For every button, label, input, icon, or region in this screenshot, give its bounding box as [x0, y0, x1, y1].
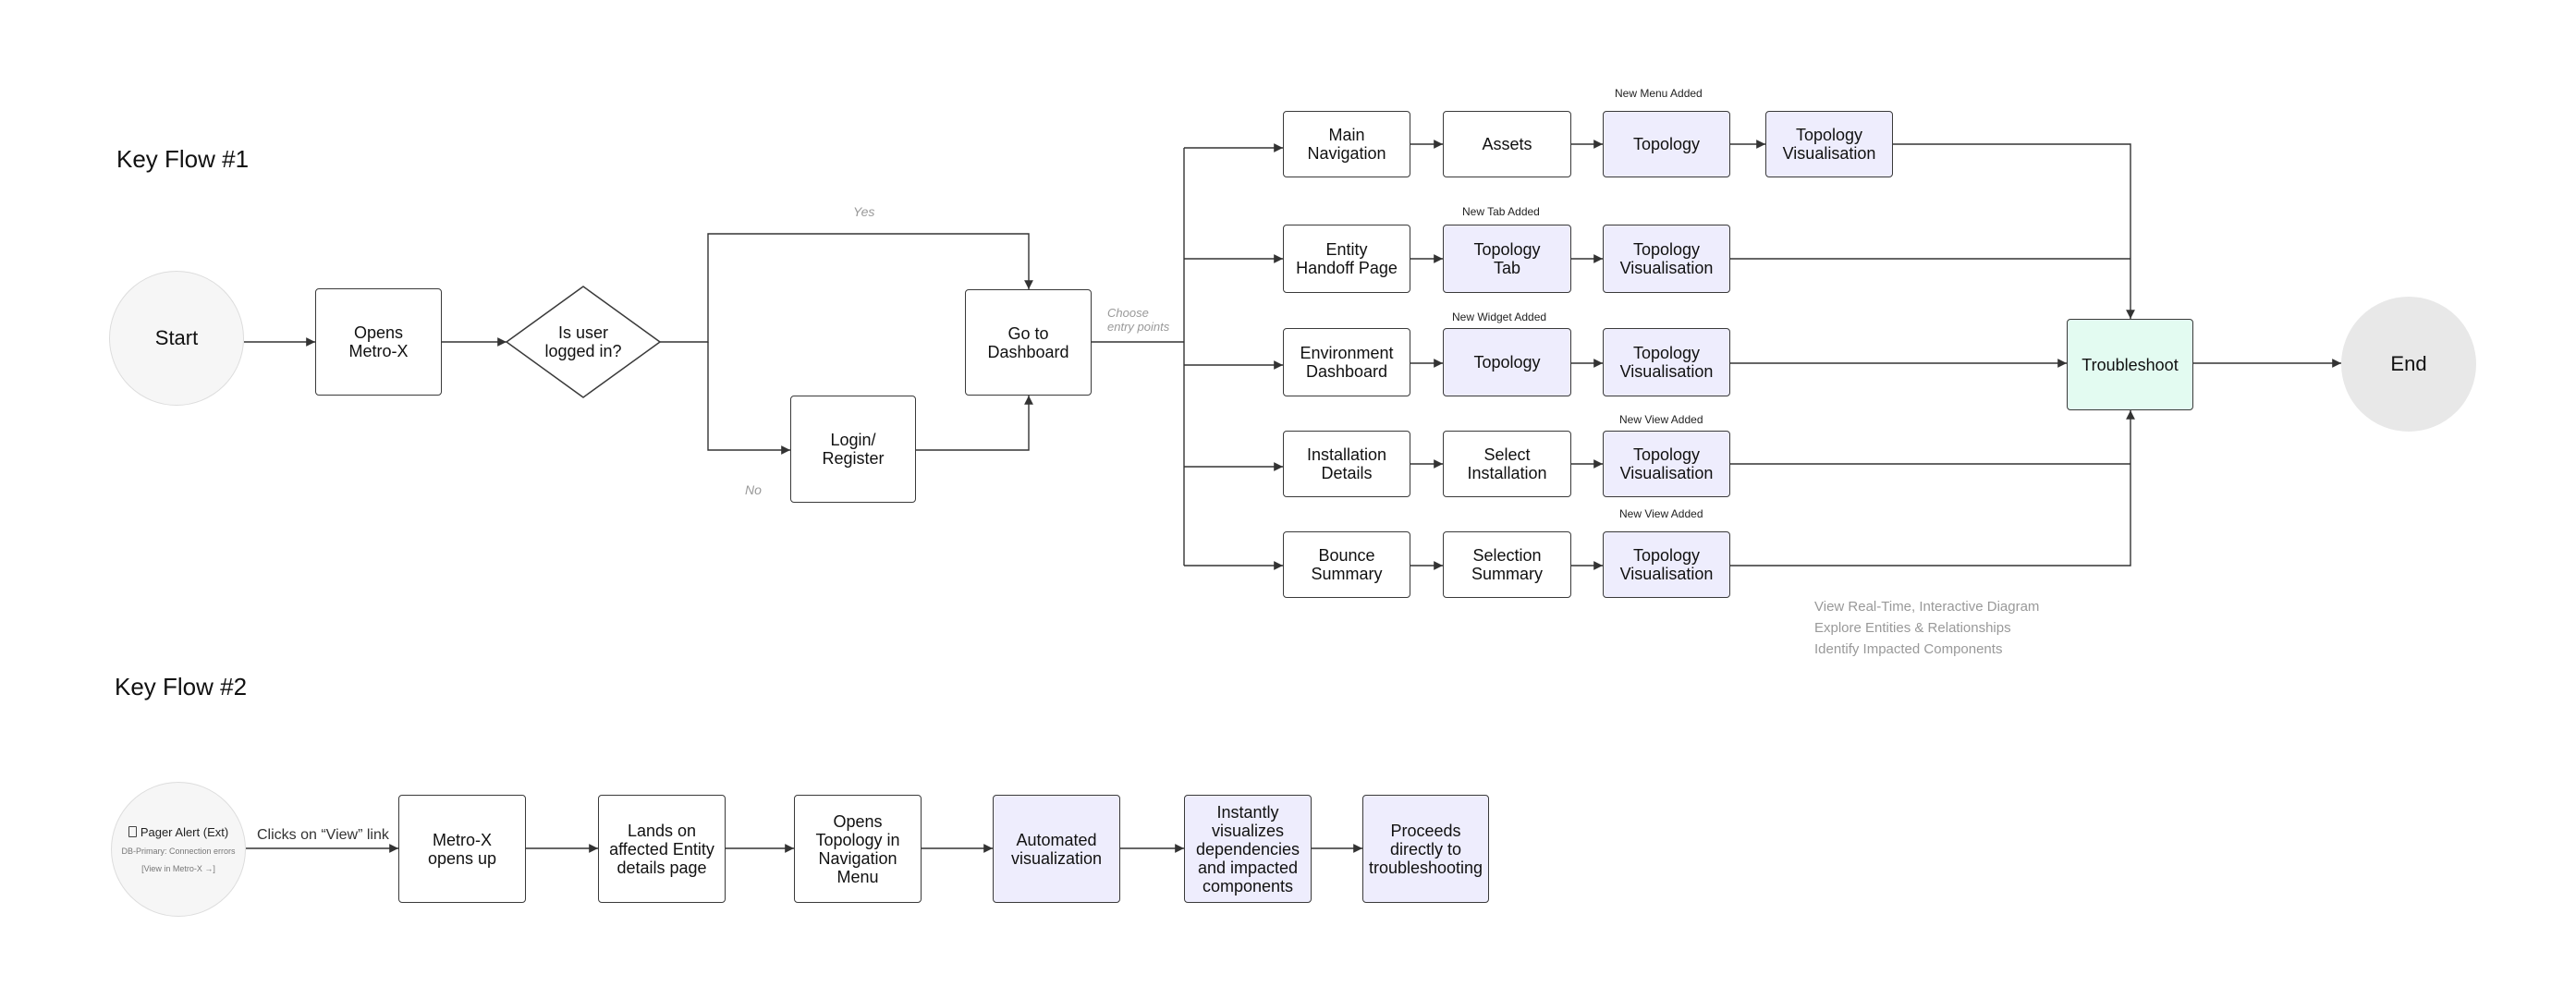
selection-summary-node: Selection Summary	[1443, 531, 1571, 598]
topology-visualisation-node-5: Topology Visualisation	[1603, 531, 1730, 598]
bounce-summary-node: Bounce Summary	[1283, 531, 1410, 598]
go-to-dashboard-node: Go to Dashboard	[965, 289, 1092, 396]
login-register-node: Login/ Register	[790, 396, 916, 503]
edge-login-dashboard	[916, 396, 1033, 451]
edge-decision-yes	[660, 233, 1033, 343]
new-view-added-tag-2: New View Added	[1619, 507, 1703, 520]
topology-visualisation-node-2: Topology Visualisation	[1603, 225, 1730, 293]
decision-diamond	[506, 286, 661, 398]
troubleshoot-node: Troubleshoot	[2067, 319, 2193, 410]
benefits-note: View Real-Time, Interactive Diagram Expl…	[1814, 596, 2039, 660]
view-in-metrox-link[interactable]: [View in Metro-X →]	[141, 864, 215, 873]
assets-node: Assets	[1443, 111, 1571, 177]
pager-alert-message: DB-Primary: Connection errors	[121, 847, 236, 856]
pager-alert-node: Pager Alert (Ext) DB-Primary: Connection…	[111, 782, 246, 917]
topology-visualisation-node-4: Topology Visualisation	[1603, 431, 1730, 497]
yes-label: Yes	[853, 204, 875, 219]
flow1-heading: Key Flow #1	[116, 145, 250, 173]
entity-handoff-page-node: Entity Handoff Page	[1283, 225, 1410, 293]
no-label: No	[745, 482, 762, 497]
end-node: End	[2341, 297, 2476, 432]
topology-tab-node: Topology Tab	[1443, 225, 1571, 293]
decision-label: Is user logged in?	[544, 323, 622, 360]
select-installation-node: Select Installation	[1443, 431, 1571, 497]
pager-icon	[128, 826, 137, 837]
new-widget-added-tag: New Widget Added	[1452, 311, 1547, 323]
topology-visualisation-node-1: Topology Visualisation	[1765, 111, 1893, 177]
topology-visualisation-node-3: Topology Visualisation	[1603, 328, 1730, 396]
new-view-added-tag-1: New View Added	[1619, 413, 1703, 426]
benefit-2: Explore Entities & Relationships	[1814, 620, 2011, 636]
topology-widget-node: Topology	[1443, 328, 1571, 396]
metrox-opens-up-node: Metro-X opens up	[398, 795, 526, 903]
topology-menu-node: Topology	[1603, 111, 1730, 177]
start-node: Start	[109, 271, 244, 406]
new-menu-added-tag: New Menu Added	[1615, 87, 1703, 100]
proceeds-troubleshooting-node: Proceeds directly to troubleshooting	[1362, 795, 1489, 903]
environment-dashboard-node: Environment Dashboard	[1283, 328, 1410, 396]
pager-alert-title: Pager Alert (Ext)	[140, 825, 229, 839]
installation-details-node: Installation Details	[1283, 431, 1410, 497]
pager-alert-title-row: Pager Alert (Ext)	[128, 825, 228, 839]
edge-decision-no	[707, 342, 790, 455]
automated-visualization-node: Automated visualization	[993, 795, 1120, 903]
flow2-heading: Key Flow #2	[115, 673, 248, 701]
benefit-1: View Real-Time, Interactive Diagram	[1814, 599, 2040, 615]
new-tab-added-tag: New Tab Added	[1462, 205, 1540, 218]
clicks-view-link-label: Clicks on “View” link	[257, 827, 389, 843]
choose-entry-points-label: Choose entry points	[1107, 306, 1170, 334]
instantly-visualizes-node: Instantly visualizes dependencies and im…	[1184, 795, 1312, 903]
benefit-3: Identify Impacted Components	[1814, 641, 2003, 657]
main-navigation-node: Main Navigation	[1283, 111, 1410, 177]
lands-on-entity-node: Lands on affected Entity details page	[598, 795, 726, 903]
opens-topology-node: Opens Topology in Navigation Menu	[794, 795, 922, 903]
opens-metrox-node: Opens Metro-X	[315, 288, 442, 396]
